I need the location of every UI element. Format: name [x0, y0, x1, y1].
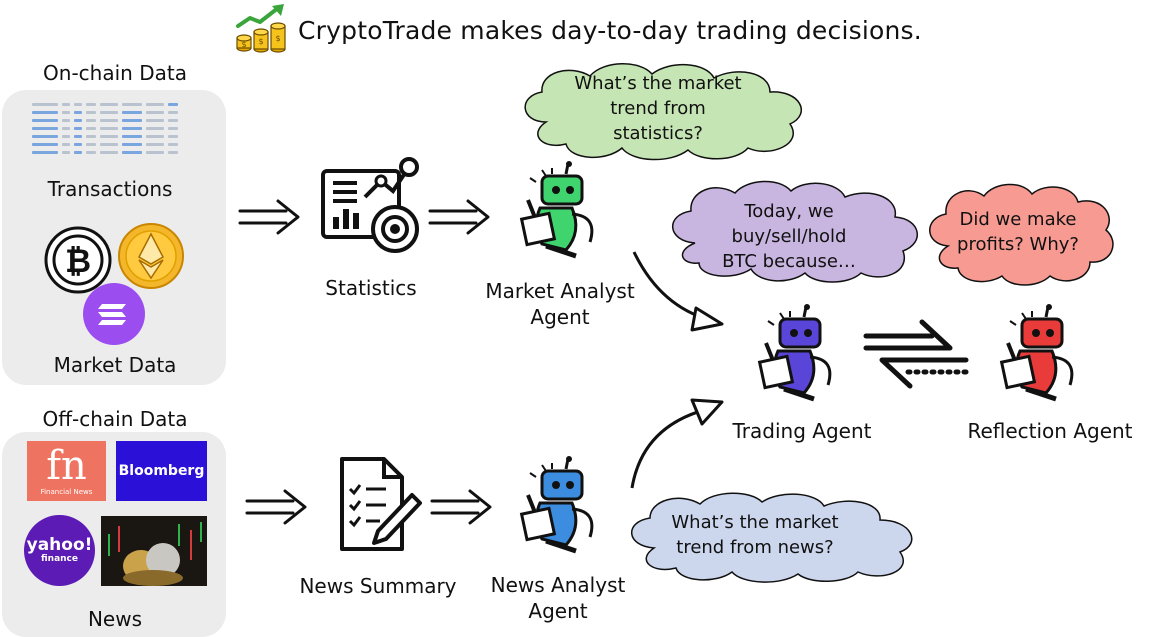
svg-text:$: $: [258, 37, 263, 46]
fn-logo-text: fn: [46, 443, 87, 489]
trading-agent-robot-icon: [757, 304, 832, 402]
fn-logo-subtext: Financial News: [40, 488, 93, 496]
news-summary-label: News Summary: [299, 574, 457, 598]
arrow-news-analyst-to-trading: [630, 398, 724, 489]
market-analyst-label: Market Analyst Agent: [470, 278, 650, 330]
cloud-reflection-bubble: [929, 183, 1114, 286]
cloud-trading-text: Today, we buy/sell/hold BTC because…: [700, 199, 878, 274]
crypto-news-photo: [101, 516, 207, 586]
transactions-label: Transactions: [47, 177, 173, 201]
arrow-onchain-to-statistics: [238, 199, 300, 235]
cloud-trading-bubble: [672, 180, 919, 283]
yahoo-finance-logo: yahoo! finance: [24, 515, 95, 586]
cloud-trading-line3: BTC because…: [722, 251, 856, 272]
trading-agent-label: Trading Agent: [732, 419, 872, 443]
svg-text:$: $: [241, 40, 246, 49]
arrow-statistics-to-market-analyst: [428, 199, 490, 235]
cloud-reflection-text: Did we make profits? Why?: [940, 207, 1096, 257]
news-analyst-robot-icon: [519, 456, 594, 554]
reflection-agent-label: Reflection Agent: [967, 419, 1133, 443]
financial-news-logo: fn Financial News: [27, 441, 106, 501]
news-analyst-label-line2: Agent: [528, 599, 588, 623]
statistics-dashboard-icon: [321, 157, 419, 253]
reflection-agent-robot-icon: [999, 304, 1074, 402]
transactions-table: [32, 100, 200, 162]
cloud-market-line3: statistics?: [613, 123, 703, 144]
solana-icon: [83, 283, 145, 345]
bitcoin-icon: ₿: [44, 226, 112, 294]
market-analyst-robot-icon: [519, 161, 594, 259]
svg-text:$: $: [275, 34, 280, 43]
news-document-icon: [340, 457, 422, 551]
swap-arrows-icon: [863, 319, 969, 389]
cloud-trading-line1: Today, we: [744, 201, 834, 222]
news-analyst-label: News Analyst Agent: [470, 572, 646, 624]
figure-title: CryptoTrade makes day-to-day trading dec…: [298, 16, 922, 45]
cloud-news-text: What’s the market trend from news?: [660, 510, 850, 560]
cloud-trading-line2: buy/sell/hold: [731, 226, 847, 247]
cloud-news-line2: trend from news?: [676, 537, 834, 558]
news-analyst-label-line1: News Analyst: [490, 573, 626, 597]
market-data-label: Market Data: [53, 353, 177, 377]
statistics-label: Statistics: [325, 276, 417, 300]
bloomberg-logo: Bloomberg: [116, 441, 207, 501]
market-analyst-label-line1: Market Analyst: [485, 279, 635, 303]
arrow-market-analyst-to-trading: [632, 251, 724, 332]
cloud-market-line1: What’s the market: [574, 73, 742, 94]
ethereum-icon: [118, 223, 184, 289]
chart-up-coins-icon: $ $ $: [236, 4, 286, 53]
cloud-market-bubble: [524, 63, 802, 161]
onchain-heading: On-chain Data: [43, 61, 187, 85]
cloud-reflection-line1: Did we make: [959, 209, 1077, 230]
cloud-reflection-line2: profits? Why?: [957, 234, 1079, 255]
cloud-news-line1: What’s the market: [671, 512, 839, 533]
yahoo-logo-text: yahoo!: [26, 535, 93, 555]
market-analyst-label-line2: Agent: [530, 305, 590, 329]
cloud-news-bubble: [631, 492, 913, 583]
offchain-heading: Off-chain Data: [42, 407, 188, 431]
yahoo-logo-subtext: finance: [41, 554, 78, 564]
arrow-news-to-summary: [245, 489, 307, 525]
svg-text:₿: ₿: [65, 242, 91, 280]
news-label: News: [87, 607, 143, 631]
cloud-market-text: What’s the market trend from statistics?: [560, 71, 756, 146]
arrow-summary-to-news-analyst: [430, 489, 492, 525]
cloud-market-line2: trend from: [610, 98, 706, 119]
